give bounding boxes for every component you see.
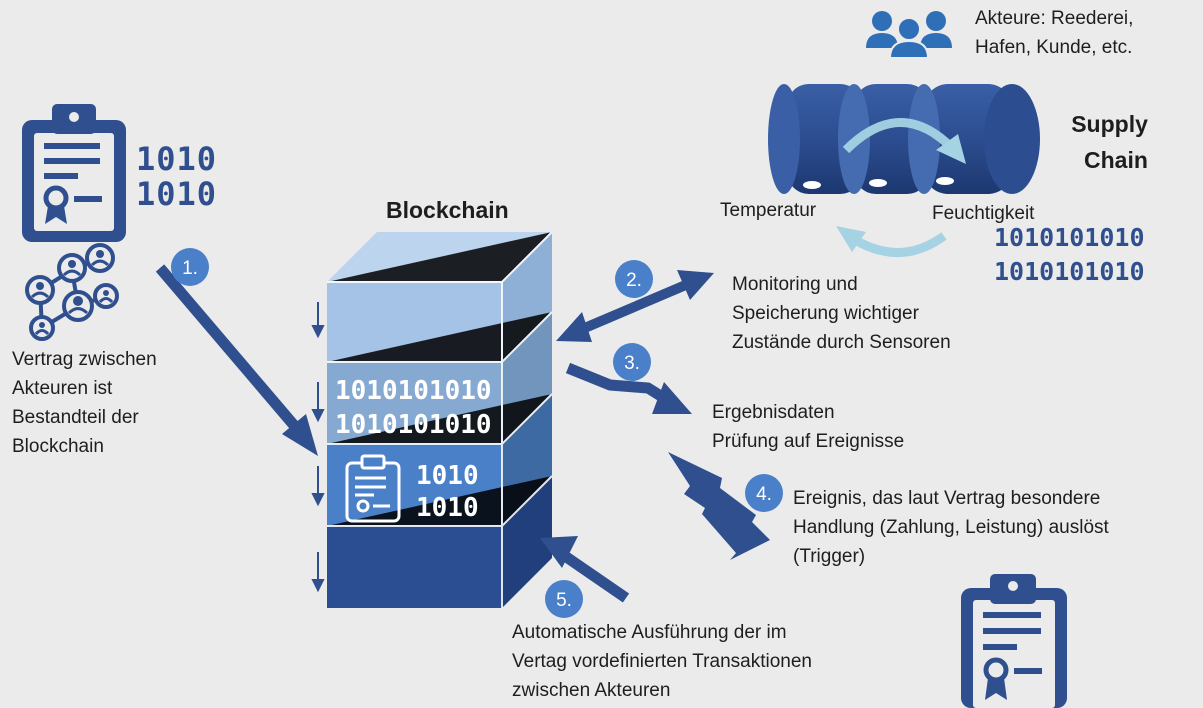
step-2-line: Zustände durch Sensoren bbox=[732, 332, 951, 353]
step-1-line: Bestandteil der bbox=[12, 407, 139, 428]
step-5-line: Automatische Ausführung der im bbox=[512, 622, 787, 643]
step-number: 4. bbox=[756, 484, 772, 505]
actors-label-line: Hafen, Kunde, etc. bbox=[975, 37, 1133, 58]
step-badge: 5. bbox=[545, 580, 583, 618]
actors-group-icon bbox=[866, 11, 952, 59]
step-3-description: Ergebnisdaten Prüfung auf Ereignisse bbox=[712, 398, 904, 456]
step-number: 1. bbox=[182, 258, 198, 279]
actors-label-line: Akteure: Reederei, bbox=[975, 8, 1134, 29]
contract-clipboard-icon bbox=[961, 574, 1067, 708]
arrow-step-5 bbox=[540, 536, 630, 603]
step-5-line: zwischen Akteuren bbox=[512, 680, 671, 701]
blockchain-binary-row: 1010101010 bbox=[335, 376, 492, 406]
supply-chain-label: Supply Chain bbox=[1064, 106, 1148, 178]
arrow-step-1 bbox=[155, 264, 318, 456]
step-badge: 3. bbox=[613, 343, 651, 381]
binary-code-short: 1010 bbox=[416, 461, 479, 491]
step-4-line: (Trigger) bbox=[793, 546, 866, 567]
arrow-step-3 bbox=[565, 362, 692, 414]
step-number: 5. bbox=[556, 590, 572, 611]
step-4-description: Ereignis, das laut Vertrag besondere Han… bbox=[793, 484, 1109, 571]
step-badge: 1. bbox=[171, 248, 209, 286]
step-1-line: Vertrag zwischen bbox=[12, 349, 157, 370]
lightning-bolt-icon bbox=[668, 452, 770, 560]
arrow-step-2 bbox=[556, 270, 714, 342]
step-badge: 4. bbox=[745, 474, 783, 512]
step-2-description: Monitoring und Speicherung wichtiger Zus… bbox=[732, 270, 951, 357]
blockchain-contract-icon bbox=[345, 454, 401, 523]
step-5-description: Automatische Ausführung der im Vertag vo… bbox=[512, 618, 812, 705]
contract-clipboard-icon bbox=[22, 104, 126, 242]
step-1-line: Akteuren ist bbox=[12, 378, 113, 399]
down-arrow-icons bbox=[311, 302, 325, 593]
binary-code-short: 1010 bbox=[136, 140, 217, 178]
binary-code-short: 1010 bbox=[136, 175, 217, 213]
supply-chain-label-line: Chain bbox=[1084, 147, 1148, 173]
step-3-line: Ergebnisdaten bbox=[712, 402, 835, 423]
step-2-line: Monitoring und bbox=[732, 274, 858, 295]
step-5-line: Vertag vordefinierten Transaktionen bbox=[512, 651, 812, 672]
step-3-line: Prüfung auf Ereignisse bbox=[712, 431, 905, 452]
temperature-label: Temperatur bbox=[720, 200, 817, 221]
supply-chain-barrels bbox=[768, 84, 1040, 194]
step-1-description: Vertrag zwischen Akteuren ist Bestandtei… bbox=[12, 345, 157, 461]
step-number: 3. bbox=[624, 353, 640, 374]
binary-code-short: 1010 bbox=[416, 493, 479, 523]
step-2-line: Speicherung wichtiger bbox=[732, 303, 919, 324]
actors-label: Akteure: Reederei, Hafen, Kunde, etc. bbox=[975, 4, 1133, 62]
step-4-line: Ereignis, das laut Vertrag besondere bbox=[793, 488, 1101, 509]
binary-code-long: 1010101010 bbox=[994, 223, 1145, 252]
humidity-label: Feuchtigkeit bbox=[932, 203, 1035, 224]
step-badge: 2. bbox=[615, 260, 653, 298]
blockchain-binary-row: 1010101010 bbox=[335, 410, 492, 440]
blockchain-stack bbox=[327, 231, 553, 608]
supply-chain-label-line: Supply bbox=[1071, 111, 1148, 137]
step-1-line: Blockchain bbox=[12, 436, 104, 457]
binary-code-long: 1010101010 bbox=[994, 257, 1145, 286]
network-people-icon bbox=[25, 243, 119, 341]
blockchain-title: Blockchain bbox=[386, 197, 509, 223]
step-4-line: Handlung (Zahlung, Leistung) auslöst bbox=[793, 517, 1109, 538]
cycle-arrow-icon bbox=[836, 118, 966, 257]
step-number: 2. bbox=[626, 270, 642, 291]
